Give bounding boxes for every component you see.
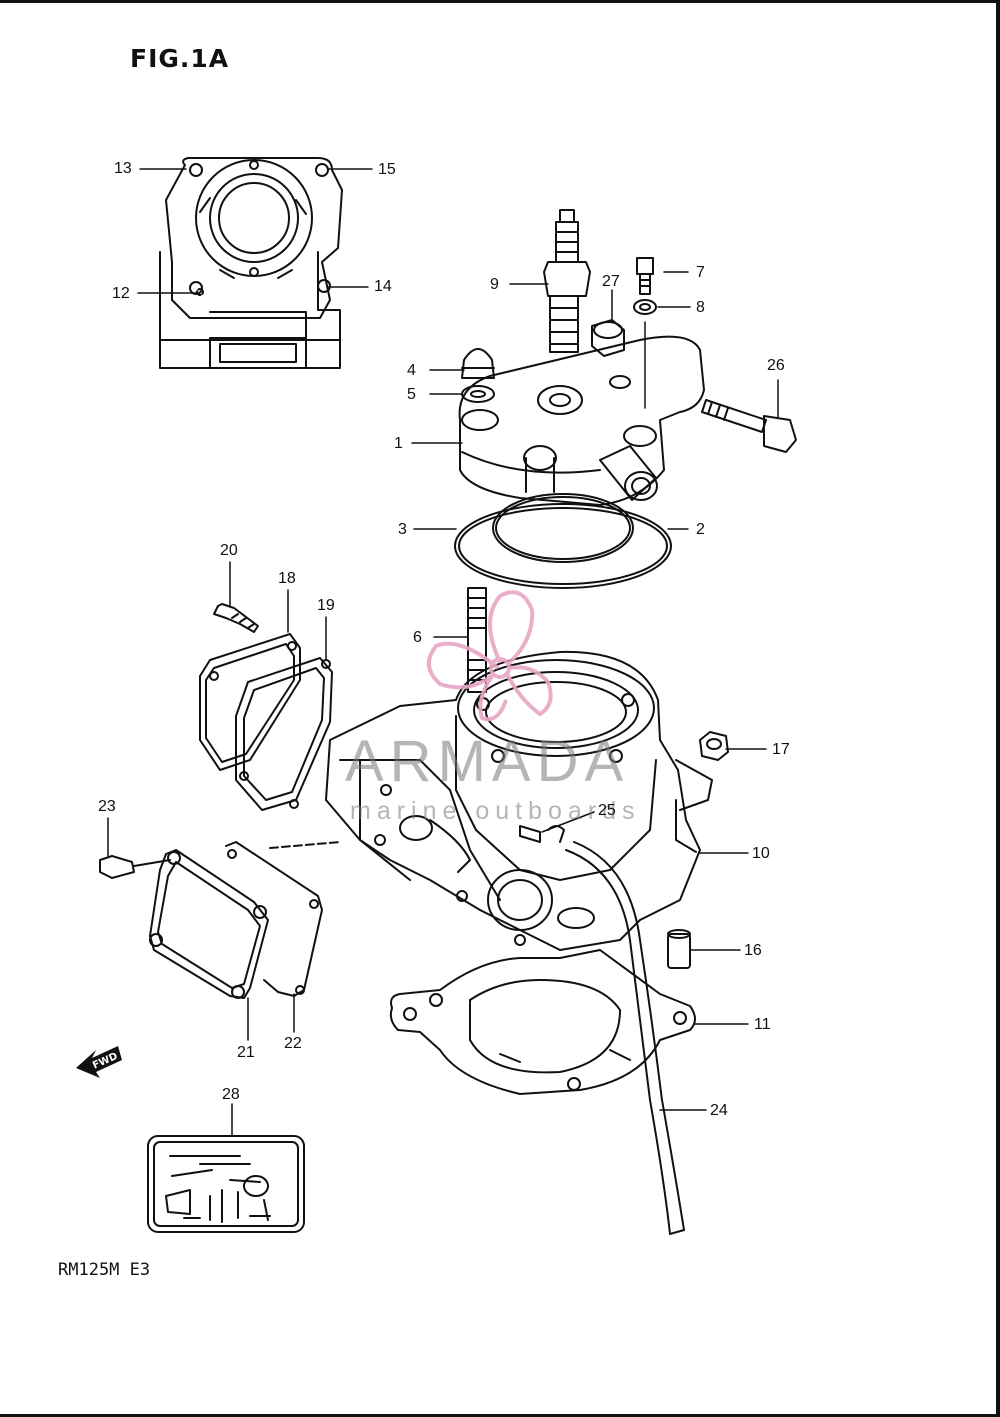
watermark-brand: ARMADA: [345, 729, 630, 794]
breather-hose: [565, 841, 685, 1235]
callout-24: 24: [710, 1102, 728, 1119]
callout-4: 4: [407, 362, 416, 379]
callout-11: 11: [754, 1016, 771, 1033]
callout-2: 2: [696, 521, 705, 538]
callout-22: 22: [284, 1035, 302, 1052]
figure-title: FIG.1A: [130, 44, 230, 73]
callout-20: 20: [220, 542, 238, 559]
callout-3: 3: [398, 521, 407, 538]
callout-17: 17: [772, 741, 790, 758]
model-code: RM125M E3: [58, 1260, 151, 1280]
small-hardware: [591, 257, 657, 357]
callout-19: 19: [317, 597, 335, 614]
head-bolt: [701, 399, 797, 453]
callout-10: 10: [752, 845, 770, 862]
lower-reed-cover: [99, 841, 341, 999]
callout-13: 13: [114, 160, 132, 177]
callout-7: 7: [696, 264, 705, 281]
base-gasket: [389, 949, 696, 1095]
callout-26: 26: [767, 357, 785, 374]
callout-5: 5: [407, 386, 416, 403]
callout-23: 23: [98, 798, 116, 815]
callout-21: 21: [237, 1044, 255, 1061]
callout-28: 28: [222, 1086, 240, 1103]
callout-12: 12: [112, 285, 130, 302]
callout-8: 8: [696, 299, 705, 316]
cylinder-body: [325, 650, 713, 951]
cylinder-top-inset: [159, 157, 343, 369]
callout-27: 27: [602, 273, 620, 290]
cylinder-head: [458, 335, 705, 506]
frame-right-border: [996, 0, 1000, 1417]
callout-14: 14: [374, 278, 392, 295]
callout-6: 6: [413, 629, 422, 646]
warning-label-plate: [147, 1135, 305, 1233]
callout-16: 16: [744, 942, 762, 959]
spark-plug: [543, 209, 591, 353]
frame-bottom-border: [0, 1414, 1000, 1417]
callout-9: 9: [490, 276, 499, 293]
callout-18: 18: [278, 570, 296, 587]
callout-15: 15: [378, 161, 396, 178]
callout-25: 25: [598, 802, 616, 819]
callout-1: 1: [394, 435, 403, 452]
frame-top-border: [0, 0, 1000, 3]
nut-and-dowel: [667, 731, 729, 969]
head-gaskets: [454, 493, 672, 589]
leader-lines: [107, 168, 779, 1137]
watermark-tagline: marine outboards: [350, 797, 641, 825]
